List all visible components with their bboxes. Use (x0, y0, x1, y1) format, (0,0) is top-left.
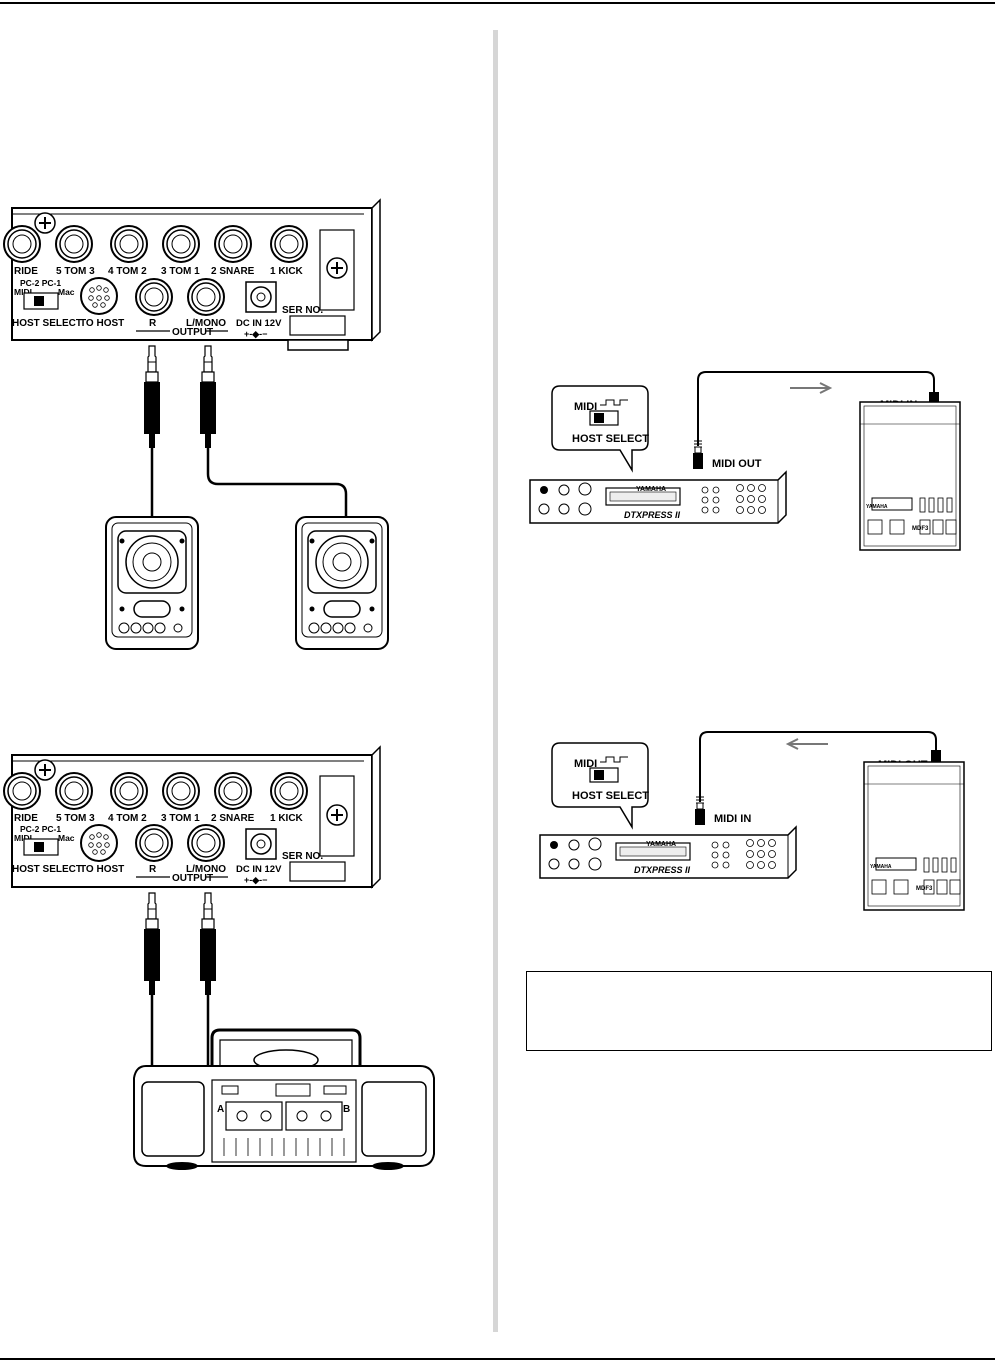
jack-label-tom2: 4 TOM 2 (108, 266, 147, 277)
deck-b-label: B (343, 1104, 350, 1115)
to-host-label: TO HOST (80, 318, 124, 329)
module-port-label-2: MIDI IN (714, 813, 751, 825)
switch-mac-label: Mac (58, 287, 75, 297)
top-rule (0, 2, 995, 4)
bubble-host-select-label-2: HOST SELECT (572, 790, 649, 802)
jack-label-snare: 2 SNARE (211, 266, 255, 277)
jack-label-tom3: 5 TOM 3 (56, 266, 95, 277)
jack-label-tom3-2: 5 TOM 3 (56, 813, 95, 824)
host-select-label-2: HOST SELECT (12, 864, 82, 875)
to-host-label-2: TO HOST (80, 864, 124, 875)
output-lmono-label-2: L/MONO (186, 864, 226, 875)
output-r-label: R (149, 318, 157, 329)
column-divider (493, 30, 498, 1332)
boombox: A B (133, 1028, 435, 1170)
module-brand-2: YAMAHA (646, 841, 676, 848)
module-port-label: MIDI OUT (712, 458, 762, 470)
device-model: MDF3 (912, 526, 929, 532)
jack-label-kick: 1 KICK (270, 266, 304, 277)
switch-mac-label-2: Mac (58, 833, 75, 843)
output-label: OUTPUT (172, 327, 213, 338)
dc-polarity-label: +-◆-− (244, 329, 267, 339)
midi-out-example: MIDI HOST SELECT YAMAHA DTXPRESS II MIDI… (529, 371, 961, 551)
midi-in-example: MIDI HOST SELECT YAMAHA DTXPRESS II MIDI… (539, 731, 965, 911)
jack-label-kick-2: 1 KICK (270, 813, 304, 824)
device-model-2: MDF3 (916, 886, 933, 892)
note-box (526, 971, 992, 1051)
device-brand: YAMAHA (866, 504, 888, 510)
ser-no-label-2: SER NO. (282, 851, 323, 862)
output-lmono-label: L/MONO (186, 318, 226, 329)
rear-panel-top: RIDE 5 TOM 3 4 TOM 2 3 TOM 1 2 SNARE 1 K… (3, 198, 381, 351)
jack-label-ride-2: RIDE (14, 813, 38, 824)
speaker-left (295, 516, 389, 650)
output-r-label-2: R (149, 864, 157, 875)
midi-device-2 (863, 761, 965, 911)
dc-polarity-label-2: +-◆-− (244, 875, 267, 885)
midi-device (859, 401, 961, 551)
jack-label-ride: RIDE (14, 266, 38, 277)
switch-pc-label: PC-2 PC-1 (20, 278, 61, 288)
bubble-switch-label-2: MIDI (574, 758, 597, 770)
jack-label-tom1-2: 3 TOM 1 (161, 813, 200, 824)
jack-label-tom2-2: 4 TOM 2 (108, 813, 147, 824)
module-model: DTXPRESS II (624, 510, 681, 520)
speaker-cables (143, 345, 348, 520)
module-brand: YAMAHA (636, 486, 666, 493)
module-model-2: DTXPRESS II (634, 865, 691, 875)
bubble-host-select-label: HOST SELECT (572, 433, 649, 445)
jack-label-snare-2: 2 SNARE (211, 813, 255, 824)
switch-midi-label-2: MIDI (14, 833, 32, 843)
jack-label-tom1: 3 TOM 1 (161, 266, 200, 277)
ser-no-label: SER NO. (282, 305, 323, 316)
speaker-right (105, 516, 199, 650)
device-brand-2: YAMAHA (870, 864, 892, 870)
rear-panel-bottom: RIDE 5 TOM 3 4 TOM 2 3 TOM 1 2 SNARE 1 K… (3, 745, 381, 889)
switch-midi-label: MIDI (14, 287, 32, 297)
bubble-switch-label: MIDI (574, 401, 597, 413)
dc-in-label-2: DC IN 12V (236, 864, 282, 875)
boombox-cables (143, 892, 217, 1072)
host-select-label: HOST SELECT (12, 318, 82, 329)
switch-pc-label-2: PC-2 PC-1 (20, 824, 61, 834)
output-label-2: OUTPUT (172, 873, 213, 884)
dc-in-label: DC IN 12V (236, 318, 282, 329)
deck-a-label: A (217, 1104, 224, 1115)
bottom-rule (0, 1358, 995, 1360)
